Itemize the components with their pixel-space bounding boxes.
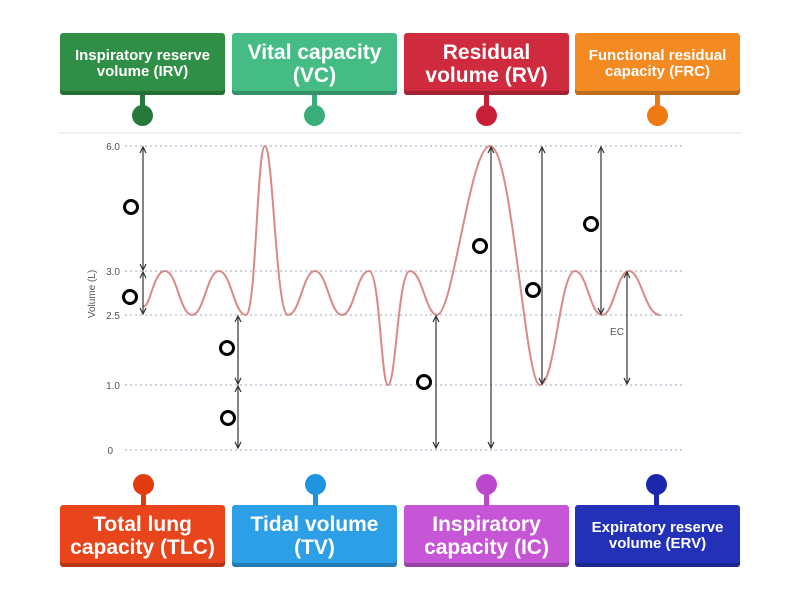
connector-dot-erv[interactable] <box>646 474 667 495</box>
ec-annotation: EC <box>610 327 624 338</box>
y-tick-1: 1.0 <box>106 381 120 392</box>
connector-dot-ic[interactable] <box>476 474 497 495</box>
label-tile-tlc[interactable]: Total lung capacity (TLC) <box>60 505 225 567</box>
connector-dot-tlc[interactable] <box>133 474 154 495</box>
volume-curve <box>142 144 661 387</box>
arrow-head <box>234 441 242 450</box>
drop-marker-4[interactable] <box>220 410 236 426</box>
label-tile-frc[interactable]: Functional residual capacity (FRC) <box>575 33 740 95</box>
label-tile-rv[interactable]: Residual volume (RV) <box>404 33 569 95</box>
label-tlc-text: Total lung capacity (TLC) <box>70 512 215 559</box>
arrow-head <box>139 263 147 272</box>
label-erv-text: Expiratory reserve volume (ERV) <box>591 518 724 552</box>
connector-dot-irv[interactable] <box>132 105 153 126</box>
drop-marker-7[interactable] <box>525 282 541 298</box>
arrow-head <box>234 384 242 393</box>
measurement-arrows <box>139 145 631 450</box>
label-irv-text: Inspiratory reserve volume (IRV) <box>74 46 211 80</box>
arrow-head <box>139 307 147 316</box>
label-tile-irv[interactable]: Inspiratory reserve volume (IRV) <box>60 33 225 95</box>
arrow-head <box>538 145 546 154</box>
label-tile-tv[interactable]: Tidal volume (TV) <box>232 505 397 567</box>
arrow-head <box>597 145 605 154</box>
drop-marker-8[interactable] <box>583 216 599 232</box>
connector-dot-rv[interactable] <box>476 105 497 126</box>
arrow-head <box>234 314 242 323</box>
connector-dot-vc[interactable] <box>304 105 325 126</box>
arrow-head <box>538 377 546 386</box>
label-vc-text: Vital capacity (VC) <box>247 40 382 87</box>
gridlines <box>125 145 683 451</box>
y-tick-6: 6.0 <box>106 142 120 153</box>
y-tick-2-5: 2.5 <box>106 311 120 322</box>
label-tile-erv[interactable]: Expiratory reserve volume (ERV) <box>575 505 740 567</box>
arrow-head <box>487 145 495 154</box>
label-ic-text: Inspiratory capacity (IC) <box>424 512 549 559</box>
arrow-head <box>432 441 440 450</box>
y-tick-3: 3.0 <box>106 267 120 278</box>
y-tick-0: 0 <box>107 446 113 457</box>
connector-dot-tv[interactable] <box>305 474 326 495</box>
label-tile-vc[interactable]: Vital capacity (VC) <box>232 33 397 95</box>
drop-marker-3[interactable] <box>219 340 235 356</box>
arrow-head <box>432 314 440 323</box>
arrow-head <box>487 441 495 450</box>
label-tv-text: Tidal volume (TV) <box>250 512 379 559</box>
arrow-head <box>623 377 631 386</box>
drop-marker-2[interactable] <box>122 289 138 305</box>
arrow-head <box>139 270 147 279</box>
arrow-head <box>597 307 605 316</box>
drop-marker-1[interactable] <box>123 199 139 215</box>
arrow-head <box>234 377 242 386</box>
label-tile-ic[interactable]: Inspiratory capacity (IC) <box>404 505 569 567</box>
arrow-head <box>623 270 631 279</box>
y-axis: 6.0 3.0 2.5 1.0 0 Volume (L) <box>87 142 120 457</box>
drop-markers <box>122 199 599 426</box>
arrow-head <box>139 145 147 154</box>
label-rv-text: Residual volume (RV) <box>425 40 548 87</box>
drop-marker-6[interactable] <box>472 238 488 254</box>
drop-marker-5[interactable] <box>416 374 432 390</box>
y-axis-label: Volume (L) <box>87 270 98 318</box>
connector-dot-frc[interactable] <box>647 105 668 126</box>
label-frc-text: Functional residual capacity (FRC) <box>588 46 727 80</box>
